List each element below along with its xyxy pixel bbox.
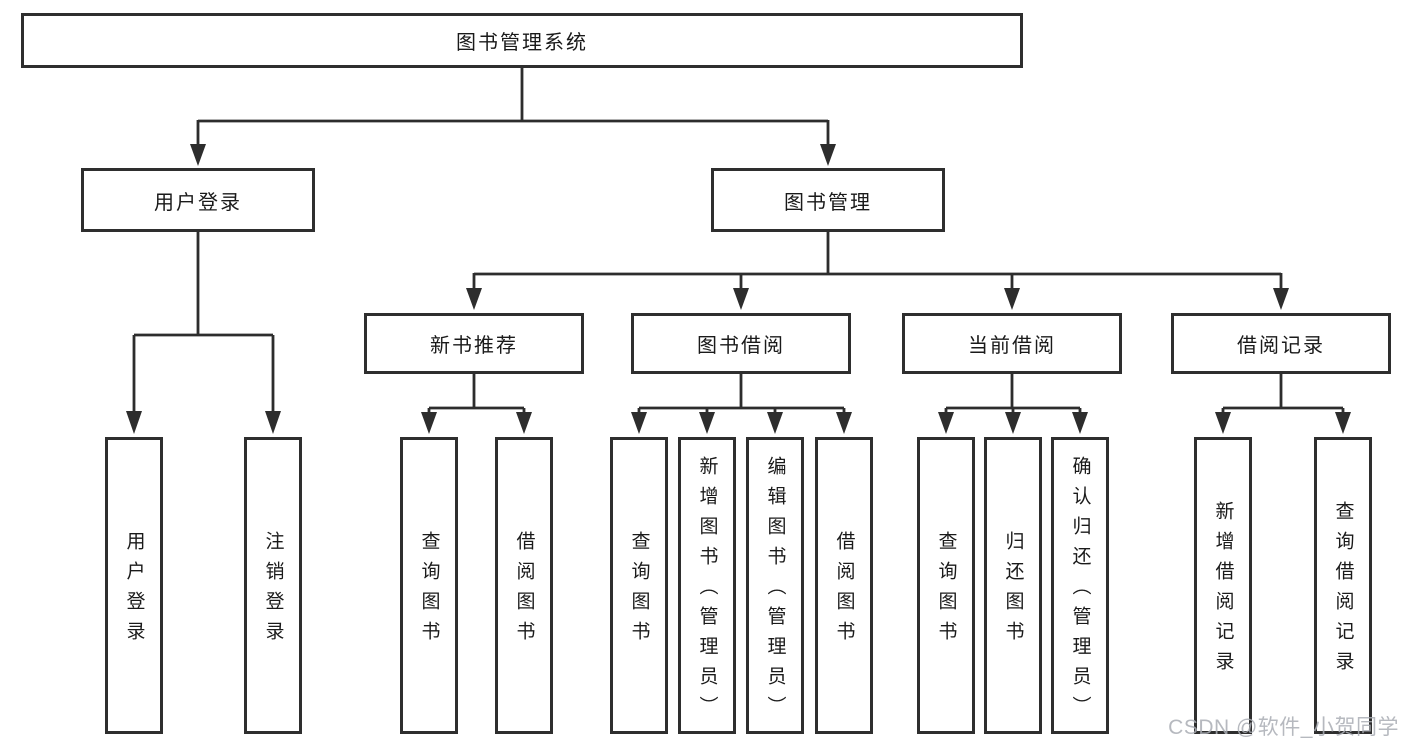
node-label: 新书推荐 — [430, 335, 518, 357]
node-label: 查询借阅记录 — [1332, 500, 1354, 681]
leaf-add-borrow-record: 新增借阅记录 — [1194, 437, 1252, 734]
leaf-return-book: 归还图书 — [984, 437, 1042, 734]
node-root: 图书管理系统 — [21, 13, 1023, 68]
node-current-borrow: 当前借阅 — [902, 313, 1122, 374]
leaf-confirm-return-admin: 确认归还（管理员） — [1051, 437, 1109, 734]
node-label: 借阅图书 — [833, 530, 855, 651]
node-label: 图书借阅 — [697, 335, 785, 357]
node-label: 归还图书 — [1002, 530, 1024, 651]
node-label: 查询图书 — [935, 530, 957, 651]
node-label: 用户登录 — [154, 191, 242, 214]
node-label: 确认归还（管理员） — [1069, 455, 1091, 726]
node-book-management: 图书管理 — [711, 168, 945, 232]
node-label: 查询图书 — [628, 530, 650, 651]
leaf-query-borrow-record: 查询借阅记录 — [1314, 437, 1372, 734]
node-borrow-records: 借阅记录 — [1171, 313, 1391, 374]
leaf-logout: 注销登录 — [244, 437, 302, 734]
leaf-borrow-book: 借阅图书 — [815, 437, 873, 734]
watermark: CSDN @软件_小贺同学 — [1168, 716, 1399, 739]
leaf-add-book-admin: 新增图书（管理员） — [678, 437, 736, 734]
leaf-edit-book-admin: 编辑图书（管理员） — [746, 437, 804, 734]
arrowheads — [126, 144, 1351, 434]
node-user-login: 用户登录 — [81, 168, 315, 232]
node-label: 编辑图书（管理员） — [764, 455, 786, 726]
leaf-user-login: 用户登录 — [105, 437, 163, 734]
node-label: 借阅记录 — [1237, 335, 1325, 357]
node-label: 用户登录 — [123, 530, 145, 651]
node-label: 图书管理 — [784, 191, 872, 214]
node-label: 图书管理系统 — [456, 32, 588, 54]
leaf-borrow-book-recommend: 借阅图书 — [495, 437, 553, 734]
node-label: 注销登录 — [262, 530, 284, 651]
node-book-borrow: 图书借阅 — [631, 313, 851, 374]
node-label: 借阅图书 — [513, 530, 535, 651]
node-label: 新增图书（管理员） — [696, 455, 718, 726]
leaf-query-book-recommend: 查询图书 — [400, 437, 458, 734]
leaf-query-book-current: 查询图书 — [917, 437, 975, 734]
node-new-book-recommend: 新书推荐 — [364, 313, 584, 374]
node-label: 新增借阅记录 — [1212, 500, 1234, 681]
node-label: 查询图书 — [418, 530, 440, 651]
leaf-query-book-borrow: 查询图书 — [610, 437, 668, 734]
node-label: 当前借阅 — [968, 335, 1056, 357]
